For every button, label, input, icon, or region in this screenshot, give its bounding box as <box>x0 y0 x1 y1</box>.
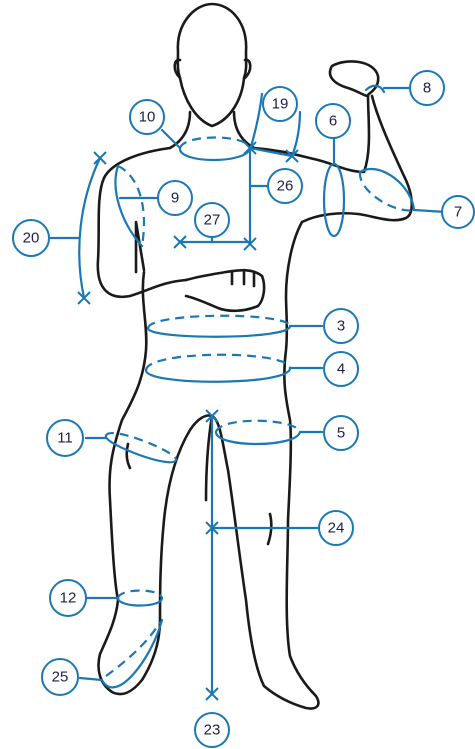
badge-6: 6 <box>316 104 350 138</box>
badge-10-text: 10 <box>139 109 156 126</box>
measure-4-hip <box>146 355 322 382</box>
badge-9: 9 <box>158 181 192 215</box>
badge-5: 5 <box>324 416 358 450</box>
measure-5-thigh <box>216 421 322 444</box>
badge-26-text: 26 <box>277 178 294 195</box>
badge-11-text: 11 <box>57 430 73 447</box>
badge-24: 24 <box>319 511 353 545</box>
fist-outline <box>186 270 264 311</box>
badge-24-text: 24 <box>328 520 345 537</box>
measurement-labels: 3 4 5 6 7 8 9 10 <box>13 71 474 747</box>
neck-outline <box>170 112 254 148</box>
badge-11: 11 <box>47 420 83 456</box>
measure-12-calf <box>86 591 162 606</box>
badge-27: 27 <box>195 203 229 237</box>
badge-7: 7 <box>442 196 474 228</box>
badge-6-text: 6 <box>329 113 337 130</box>
measure-3-waist <box>148 316 322 337</box>
badge-12-text: 12 <box>60 590 77 607</box>
badge-10: 10 <box>130 100 164 134</box>
measure-6-bicep <box>324 138 344 236</box>
badge-25: 25 <box>42 659 78 695</box>
badge-7-text: 7 <box>454 204 462 221</box>
badge-4: 4 <box>324 352 358 386</box>
badge-23: 23 <box>195 713 229 747</box>
badge-23-text: 23 <box>204 722 221 739</box>
badge-19: 19 <box>263 87 297 121</box>
badge-27-text: 27 <box>204 212 221 229</box>
badge-19-text: 19 <box>272 96 289 113</box>
badge-3: 3 <box>324 309 358 343</box>
measure-24-leg <box>206 522 318 534</box>
head-outline <box>178 4 246 126</box>
torso-outline <box>98 61 412 708</box>
badge-8-text: 8 <box>423 80 431 97</box>
measure-11-knee <box>86 433 176 462</box>
left-knee-mark <box>127 444 130 468</box>
badge-12: 12 <box>50 580 86 616</box>
badge-8: 8 <box>410 71 444 105</box>
measure-26-front-length <box>244 148 268 250</box>
badge-26: 26 <box>268 169 302 203</box>
badge-3-text: 3 <box>337 318 345 335</box>
fist-fingers <box>232 270 254 286</box>
badge-20: 20 <box>13 220 49 256</box>
badge-5-text: 5 <box>337 425 345 442</box>
badge-25-text: 25 <box>52 669 69 686</box>
measure-25-foot <box>80 620 162 687</box>
badge-9-text: 9 <box>171 190 179 207</box>
badge-4-text: 4 <box>337 361 345 378</box>
badge-20-text: 20 <box>23 230 40 247</box>
